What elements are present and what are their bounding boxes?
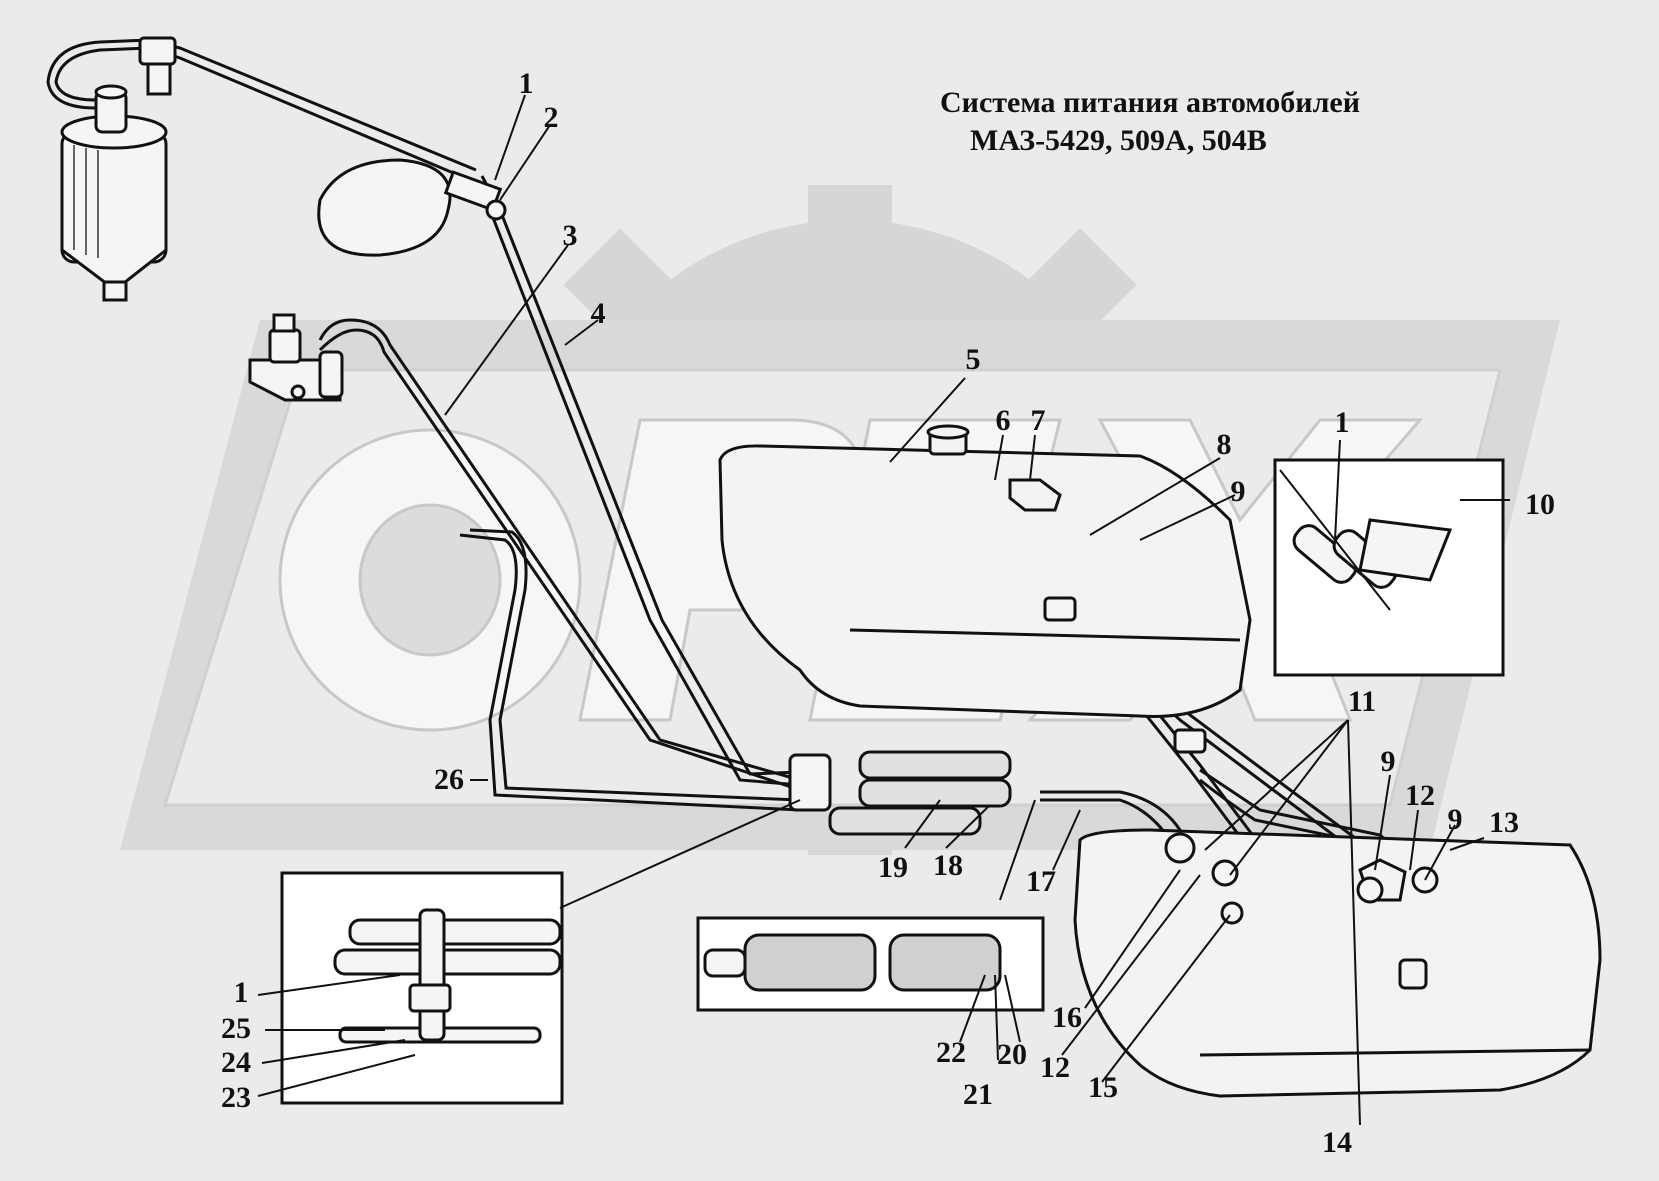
callout-9-c: 9 [1447, 803, 1463, 836]
diagram-title: Система питания автомобилей МАЗ-5429, 50… [940, 84, 1360, 160]
callout-15: 15 [1088, 1071, 1118, 1104]
callout-12-b: 12 [1040, 1051, 1070, 1084]
callout-1: 1 [518, 67, 534, 100]
callout-3: 3 [562, 219, 578, 252]
upper-clamp [138, 36, 177, 96]
fuel-tank-lower [1073, 828, 1602, 1098]
inset-detail-filter [696, 916, 1045, 1012]
callout-26: 26 [434, 763, 464, 796]
leader-lines [257, 94, 1510, 1126]
callout-17: 17 [1026, 865, 1056, 898]
callout-14: 14 [1322, 1126, 1352, 1159]
callout-7: 7 [1030, 404, 1046, 437]
title-line-1: Система питания автомобилей [940, 86, 1360, 119]
callout-22: 22 [936, 1036, 966, 1069]
callout-18: 18 [933, 849, 963, 882]
callout-12: 12 [1405, 779, 1435, 812]
callout-20: 20 [997, 1038, 1027, 1071]
callout-21: 21 [963, 1078, 993, 1111]
callout-1-inset-b: 1 [233, 976, 249, 1009]
callout-9-b: 9 [1380, 745, 1396, 778]
callout-6: 6 [995, 404, 1011, 437]
callout-25: 25 [221, 1012, 251, 1045]
callout-10: 10 [1525, 488, 1555, 521]
title-line-2: МАЗ-5429, 509А, 504В [970, 124, 1267, 157]
cab-bracket [317, 158, 507, 257]
hand-priming-pump [248, 313, 344, 402]
callout-5: 5 [965, 343, 981, 376]
callout-9: 9 [1230, 475, 1246, 508]
callout-2: 2 [543, 101, 559, 134]
callout-13: 13 [1489, 806, 1519, 839]
callout-11: 11 [1347, 685, 1377, 718]
callout-24: 24 [221, 1046, 251, 1079]
callout-4: 4 [590, 297, 606, 330]
callout-8: 8 [1216, 428, 1232, 461]
callout-16: 16 [1052, 1001, 1082, 1034]
callout-19: 19 [878, 851, 908, 884]
inset-detail-10 [1273, 458, 1505, 677]
coarse-fuel-filter [60, 84, 168, 302]
fuel-tank-upper [718, 424, 1252, 718]
callout-1-inset: 1 [1334, 406, 1350, 439]
callout-23: 23 [221, 1081, 251, 1114]
inset-detail-clamps [280, 871, 564, 1105]
filter-shading [73, 145, 99, 258]
fine-fuel-filters [788, 750, 1012, 836]
